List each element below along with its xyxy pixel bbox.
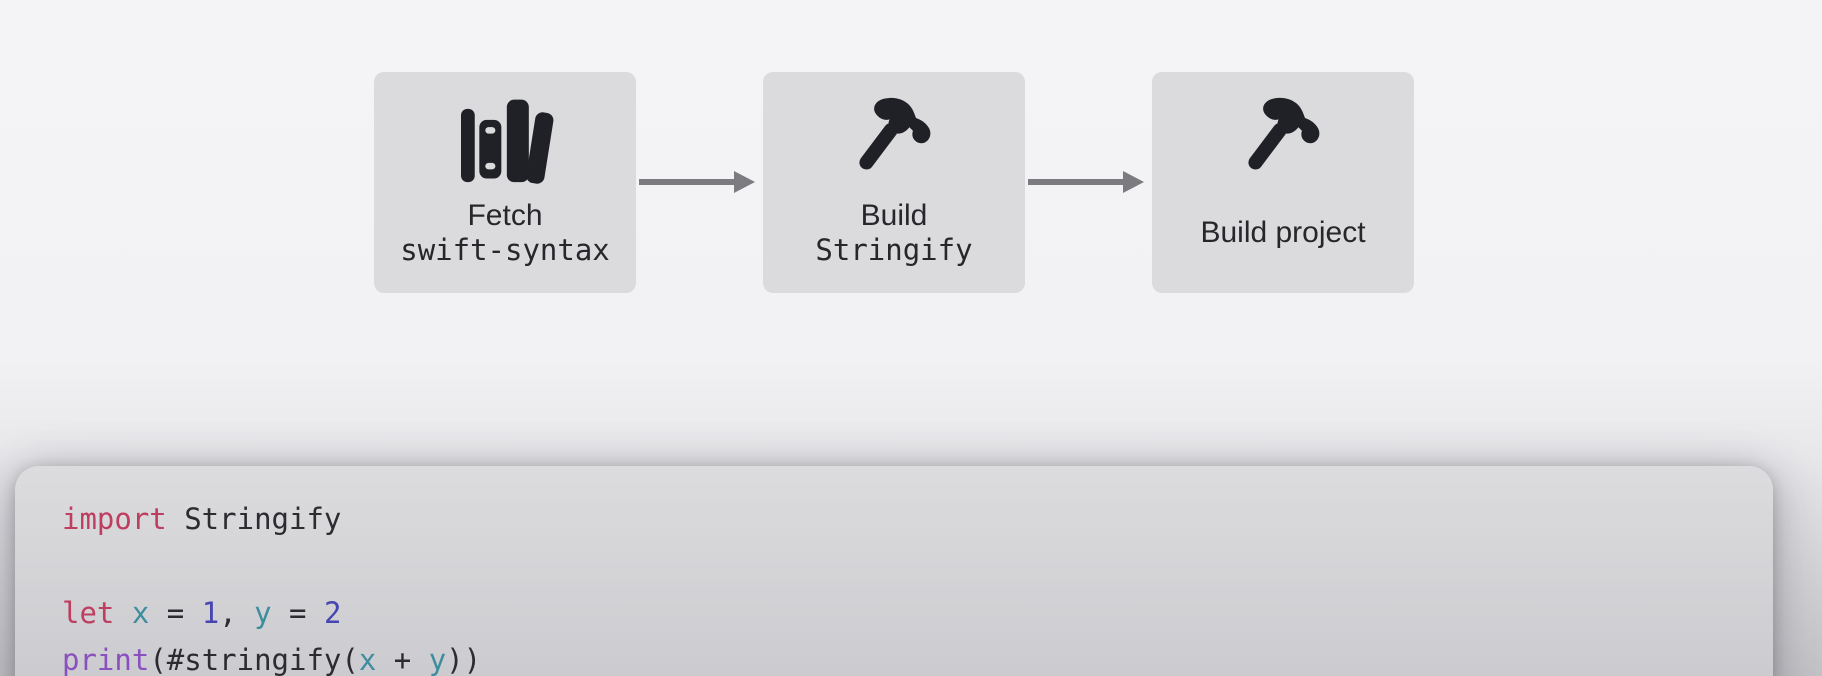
code-token-function: print (62, 643, 150, 676)
code-token-number: 1 (201, 596, 220, 630)
arrow-head (1123, 171, 1144, 193)
code-line (62, 543, 1733, 590)
code-token-number: 2 (323, 596, 342, 630)
step-label-line2: swift-syntax (400, 233, 610, 267)
step-label-line1: Fetch (467, 199, 543, 232)
flow-arrow (639, 171, 755, 193)
code-token-identifier: y (254, 596, 272, 630)
step-label-line2: Stringify (815, 233, 973, 267)
code-token-plain: (#stringify( (149, 643, 359, 676)
pipeline-step-build-stringify: Build Stringify (763, 72, 1025, 293)
step-label: Build Stringify (815, 194, 972, 272)
step-label: Fetch swift-syntax (400, 194, 610, 272)
code-token-keyword: let (62, 596, 115, 630)
code-token-plain (114, 596, 131, 630)
pipeline-step-build-project: Build project (1152, 72, 1414, 293)
step-label-line1: Build project (1200, 216, 1366, 249)
hammer-icon (1237, 96, 1329, 184)
code-token-identifier: x (358, 643, 377, 676)
books-vertical-icon (459, 96, 554, 184)
code-line: print(#stringify(x + y)) (62, 637, 1733, 676)
code-line: import Stringify (62, 496, 1733, 543)
code-token-plain: = (271, 596, 324, 630)
code-token-plain: , (219, 596, 255, 630)
arrow-shaft (639, 179, 734, 185)
code-token-plain: Stringify (166, 502, 342, 536)
step-label: Build project (1200, 194, 1365, 272)
hammer-icon (848, 96, 940, 184)
flow-arrow (1028, 171, 1144, 193)
code-token-keyword: import (62, 502, 167, 536)
arrow-shaft (1028, 179, 1123, 185)
pipeline-step-fetch-swift-syntax: Fetch swift-syntax (374, 72, 636, 293)
code-token-identifier: x (131, 596, 150, 630)
code-line: let x = 1, y = 2 (62, 590, 1733, 637)
code-token-identifier: y (428, 643, 447, 676)
code-token-plain: = (149, 596, 202, 630)
code-token-plain: )) (446, 643, 482, 676)
arrow-head (734, 171, 755, 193)
step-label-line1: Build (860, 199, 928, 232)
code-token-plain: + (376, 643, 429, 676)
